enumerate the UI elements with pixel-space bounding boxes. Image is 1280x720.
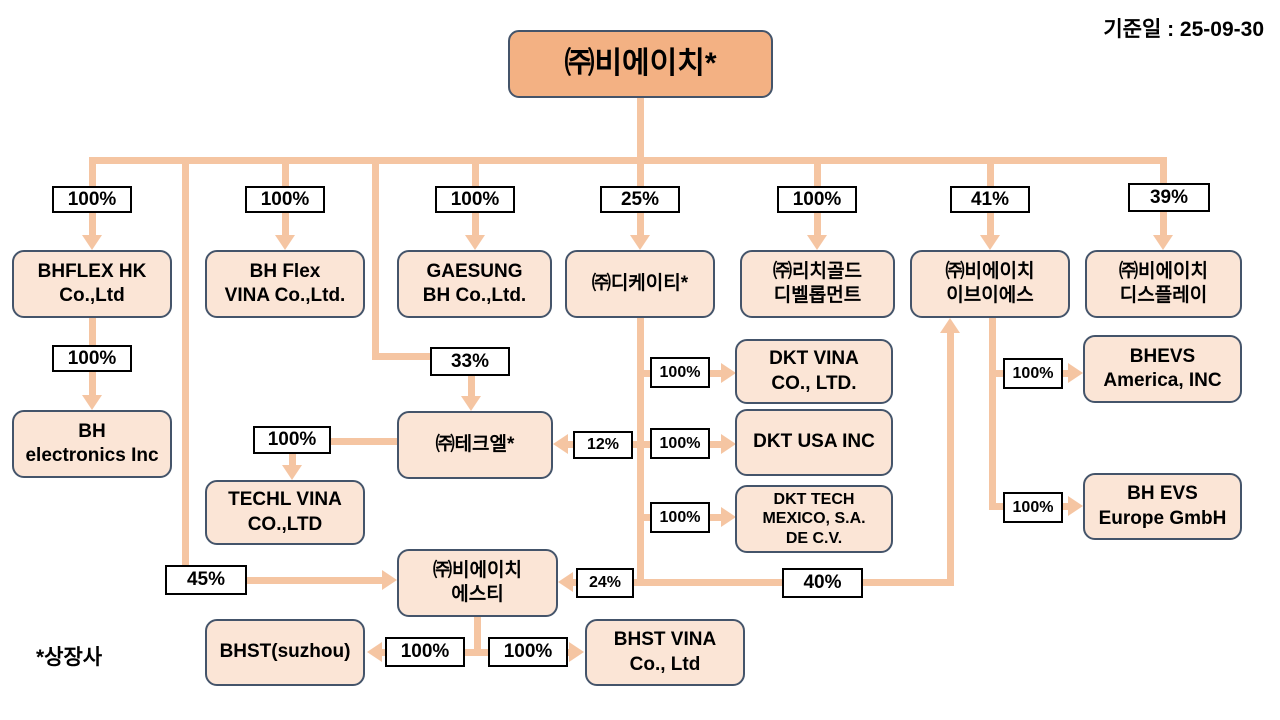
node-dkt-vina: DKT VINA CO., LTD. bbox=[735, 339, 893, 404]
connector bbox=[1063, 503, 1069, 510]
node-richgold: ㈜리치골드 디벨롭먼트 bbox=[740, 250, 895, 318]
connector-bh-bhst bbox=[182, 160, 189, 566]
reference-date: 기준일 : 25-09-30 bbox=[1103, 18, 1264, 41]
connector bbox=[996, 370, 1006, 377]
connector bbox=[468, 376, 475, 397]
node-dkt-mexico: DKT TECH MEXICO, S.A. DE C.V. bbox=[735, 485, 893, 553]
stake-label-dkt-usa: 100% bbox=[650, 428, 710, 459]
connector-bhevs-spine bbox=[989, 318, 996, 510]
connector bbox=[381, 649, 570, 656]
listed-company-footnote: *상장사 bbox=[36, 646, 103, 669]
connector bbox=[372, 353, 432, 360]
connector-bottom-rail bbox=[573, 579, 954, 586]
node-bhst-suzhou: BHST(suzhou) bbox=[205, 619, 365, 686]
connector-arrowhead bbox=[461, 396, 481, 411]
connector-arrowhead bbox=[1153, 235, 1173, 250]
node-bhdisplay: ㈜비에이치 디스플레이 bbox=[1085, 250, 1242, 318]
connector bbox=[289, 454, 296, 466]
connector-dkt-spine bbox=[637, 318, 644, 586]
stake-label-bhflex-vina: 100% bbox=[245, 186, 325, 213]
connector bbox=[947, 332, 954, 586]
connector-root-drop bbox=[637, 98, 644, 160]
stake-label-dkt-mexico: 100% bbox=[650, 502, 710, 533]
connector bbox=[710, 514, 722, 521]
connector-arrowhead bbox=[367, 642, 382, 662]
connector-arrowhead bbox=[569, 642, 584, 662]
node-bhevs: ㈜비에이치 이브이에스 bbox=[910, 250, 1070, 318]
connector-arrowhead bbox=[980, 235, 1000, 250]
stake-label-bh-electronics: 100% bbox=[52, 345, 132, 372]
connector bbox=[710, 441, 722, 448]
connector bbox=[710, 370, 722, 377]
connector bbox=[1063, 370, 1069, 377]
stake-label-bhst-vina: 100% bbox=[488, 637, 568, 667]
stake-label-techl-33: 33% bbox=[430, 347, 510, 376]
stake-label-dkt-vina: 100% bbox=[650, 357, 710, 388]
connector-arrowhead bbox=[382, 570, 397, 590]
stake-label-richgold: 100% bbox=[777, 186, 857, 213]
connector-arrowhead bbox=[82, 235, 102, 250]
node-techl-vina: TECHL VINA CO.,LTD bbox=[205, 480, 365, 545]
connector bbox=[564, 441, 573, 448]
stake-label-bhevs-america: 100% bbox=[1003, 358, 1063, 389]
connector bbox=[644, 441, 654, 448]
connector bbox=[331, 438, 397, 445]
connector-arrowhead bbox=[807, 235, 827, 250]
connector-arrowhead bbox=[1068, 363, 1083, 383]
connector-arrowhead bbox=[275, 235, 295, 250]
connector-arrowhead bbox=[465, 235, 485, 250]
stake-label-bhdisplay: 39% bbox=[1128, 183, 1210, 212]
stake-label-techl-vina: 100% bbox=[253, 426, 331, 454]
stake-label-bhevs: 41% bbox=[950, 186, 1030, 213]
stake-label-techl-12: 12% bbox=[573, 431, 633, 459]
stake-label-bhevs-europe: 100% bbox=[1003, 492, 1063, 523]
node-bhst-vina: BHST VINA Co., Ltd bbox=[585, 619, 745, 686]
stake-label-bhflex-hk: 100% bbox=[52, 186, 132, 213]
connector-arrowhead bbox=[721, 434, 736, 454]
connector-arrowhead bbox=[721, 507, 736, 527]
connector bbox=[989, 503, 1006, 510]
stake-label-bhst-24: 24% bbox=[576, 568, 634, 598]
node-bhevs-america: BHEVS America, INC bbox=[1083, 335, 1242, 403]
node-bhflex-vina: BH Flex VINA Co.,Ltd. bbox=[205, 250, 365, 318]
stake-label-bhst-45: 45% bbox=[165, 565, 247, 595]
node-techl: ㈜테크엘* bbox=[397, 411, 553, 479]
connector-arrowhead bbox=[282, 465, 302, 480]
stake-label-dkt: 25% bbox=[600, 186, 680, 213]
connector bbox=[474, 617, 481, 653]
node-gaesung: GAESUNG BH Co.,Ltd. bbox=[397, 250, 552, 318]
stake-label-gaesung: 100% bbox=[435, 186, 515, 213]
connector-arrowhead bbox=[558, 572, 573, 592]
connector-arrowhead bbox=[553, 434, 568, 454]
connector bbox=[247, 577, 383, 584]
connector bbox=[644, 370, 654, 377]
connector-arrowhead bbox=[630, 235, 650, 250]
connector bbox=[633, 441, 644, 448]
connector-arrowhead bbox=[82, 395, 102, 410]
node-bh: ㈜비에이치* bbox=[508, 30, 773, 98]
node-dkt: ㈜디케이티* bbox=[565, 250, 715, 318]
node-bhevs-europe: BH EVS Europe GmbH bbox=[1083, 473, 1242, 540]
connector-top-rail bbox=[89, 157, 1167, 164]
node-bhst: ㈜비에이치 에스티 bbox=[397, 549, 558, 617]
node-dkt-usa: DKT USA INC bbox=[735, 409, 893, 476]
connector-bh-techl bbox=[372, 160, 379, 360]
stake-label-bhevs-40: 40% bbox=[782, 568, 863, 598]
node-bhflex-hk: BHFLEX HK Co.,Ltd bbox=[12, 250, 172, 318]
node-bh-electronics: BH electronics Inc bbox=[12, 410, 172, 478]
connector-arrowhead bbox=[940, 318, 960, 333]
connector-arrowhead bbox=[1068, 496, 1083, 516]
connector bbox=[644, 514, 654, 521]
connector-arrowhead bbox=[721, 363, 736, 383]
stake-label-bhst-suzhou: 100% bbox=[385, 637, 465, 667]
